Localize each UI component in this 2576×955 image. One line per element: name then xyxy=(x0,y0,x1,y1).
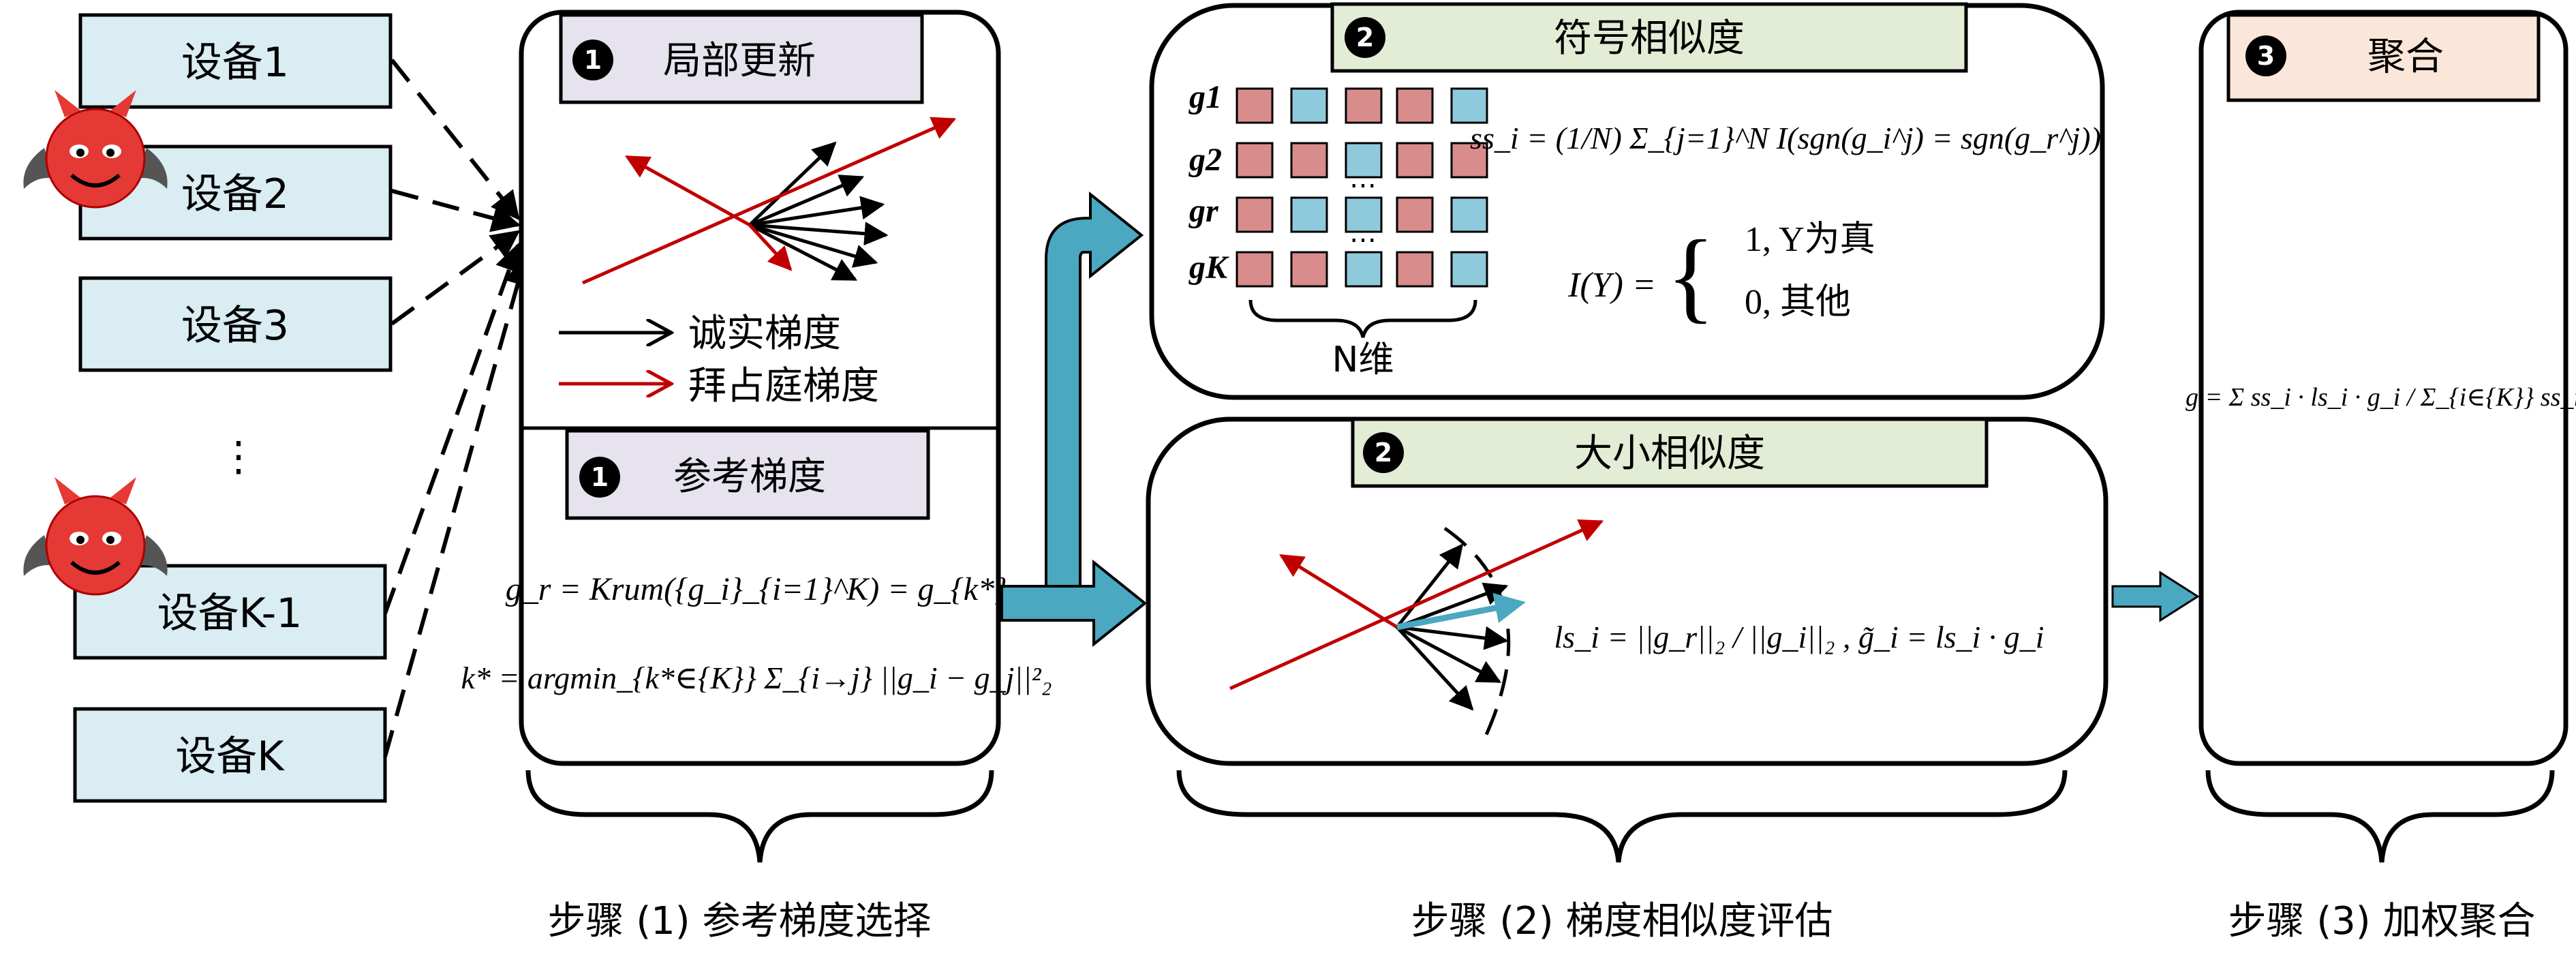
aggregation-panel: 3 聚合 g = Σ ss_i · ls_i · g_i / Σ_{i∈{K}}… xyxy=(2186,10,2576,766)
local-update-title: 局部更新 xyxy=(663,39,816,83)
step3-caption: 步骤 (3) 加权聚合 xyxy=(2228,899,2536,943)
dim-brace xyxy=(1248,299,1477,338)
device-label: 设备3 xyxy=(181,302,289,350)
device-k: 设备K xyxy=(73,707,387,803)
step-badge: 3 xyxy=(2257,41,2275,71)
magnitude-similarity-title: 大小相似度 xyxy=(1574,431,1765,476)
formula-ls: ls_i = ||g_r||₂ / ||g_i||₂ , g̃_i = ls_i… xyxy=(1554,620,2044,654)
gradient-legend: 诚实梯度 拜占庭梯度 xyxy=(559,312,879,408)
sign-grid xyxy=(1236,87,1488,288)
magnitude-similarity-panel: 2 大小相似度 ls_i = ||g_r||₂ / ||g_i||₂ , g̃_… xyxy=(1146,416,2109,766)
aggregation-title: 聚合 xyxy=(2367,35,2444,79)
step1-panel: 1 局部更新 诚实梯度 拜占庭梯度 1 参考梯度 g_r = Krum({g_i… xyxy=(461,10,1052,766)
indicator-brace: { xyxy=(1666,219,1715,333)
indicator-case-1: 1, Y为真 xyxy=(1745,220,1875,259)
indicator-lhs: I(Y) = xyxy=(1567,266,1656,305)
step3-brace xyxy=(2205,770,2555,863)
row-label: g2 xyxy=(1189,142,1222,178)
grid-ellipsis: ⋯ xyxy=(1349,170,1377,201)
device-3: 设备3 xyxy=(78,276,393,372)
device-list: 设备1 设备2 设备3 ⋮ 设备K-1 设备K xyxy=(73,13,393,803)
indicator-case-2: 0, 其他 xyxy=(1745,283,1851,322)
device-label: 设备K-1 xyxy=(157,590,303,637)
device-ellipsis: ⋮ xyxy=(218,433,259,481)
reference-title: 参考梯度 xyxy=(673,455,826,499)
formula-g: g = Σ ss_i · ls_i · g_i / Σ_{i∈{K}} ss_i xyxy=(2186,383,2576,412)
device-upload-arrows xyxy=(383,59,532,757)
device-label: 设备2 xyxy=(181,170,289,218)
step1-brace xyxy=(525,770,994,863)
device-1: 设备1 xyxy=(78,13,393,109)
flow-arrows xyxy=(1000,191,2200,648)
step-badge: 2 xyxy=(1375,438,1392,468)
row-label: g1 xyxy=(1189,79,1222,115)
step2-caption: 步骤 (2) 梯度相似度评估 xyxy=(1411,899,1833,943)
row-label: gr xyxy=(1189,193,1219,229)
sign-similarity-panel: 2 符号相似度 g1 g2 gr gK ⋯ ⋯ N维 ss_i = (1/N) … xyxy=(1149,2,2105,400)
step-badge: 1 xyxy=(591,462,609,492)
device-2: 设备2 xyxy=(78,145,393,241)
formula-kstar: k* = argmin_{k*∈{K}} Σ_{i→j} ||g_i − g_j… xyxy=(461,661,1052,695)
devil-icon xyxy=(23,477,168,596)
step2-brace xyxy=(1176,770,2068,863)
device-label: 设备K xyxy=(175,733,285,780)
device-label: 设备1 xyxy=(181,39,289,87)
step1-caption: 步骤 (1) 参考梯度选择 xyxy=(548,899,932,943)
dim-label: N维 xyxy=(1332,339,1394,380)
gradient-vectors xyxy=(581,117,957,285)
row-label: gK xyxy=(1189,249,1229,286)
grid-ellipsis: ⋯ xyxy=(1349,224,1377,256)
step-badge: 2 xyxy=(1356,22,1374,52)
sign-similarity-title: 符号相似度 xyxy=(1554,16,1745,61)
magnitude-vectors xyxy=(1229,519,1604,738)
legend-byzantine: 拜占庭梯度 xyxy=(688,364,879,408)
legend-honest: 诚实梯度 xyxy=(688,312,841,356)
devil-icon xyxy=(23,90,168,209)
formula-ss: ss_i = (1/N) Σ_{j=1}^N I(sgn(g_i^j) = sg… xyxy=(1470,121,2101,155)
formula-gr: g_r = Krum({g_i}_{i=1}^K) = g_{k*} xyxy=(506,571,1008,607)
step-badge: 1 xyxy=(584,45,602,75)
